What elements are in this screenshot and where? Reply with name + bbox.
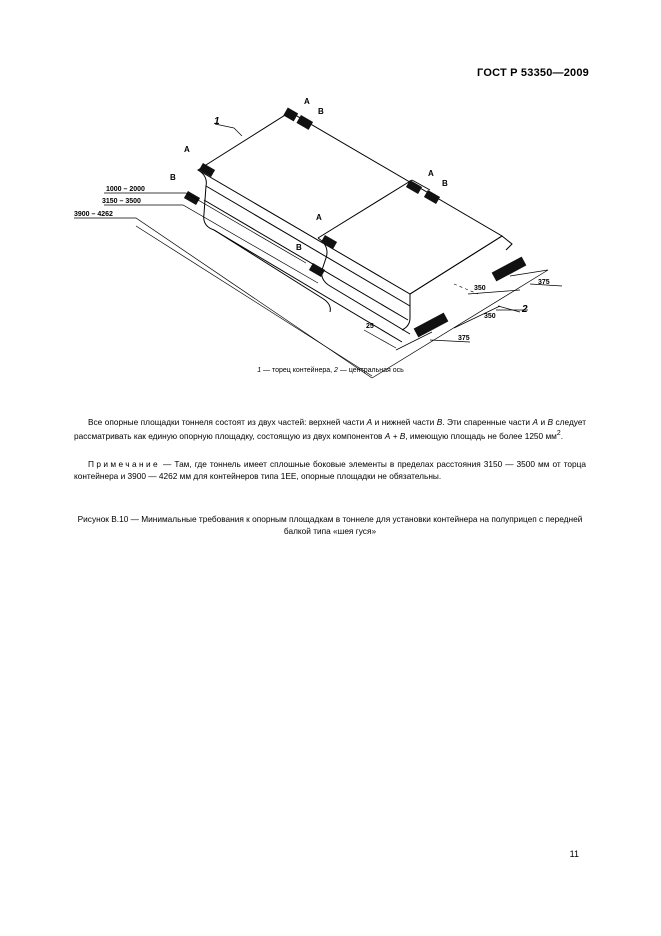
pad-b3 xyxy=(423,190,441,204)
label-a1: А xyxy=(304,97,310,106)
label-a3: А xyxy=(428,169,434,178)
label-b4: В xyxy=(296,243,302,252)
dim-25: 25 xyxy=(366,323,374,330)
label-n1: 1 xyxy=(214,116,220,127)
label-b3: В xyxy=(442,179,448,188)
note-text: — Там, где тоннель имеет сплошные боковы… xyxy=(74,459,586,481)
dim-3900-4262: 3900 – 4262 xyxy=(74,211,113,218)
label-b1: В xyxy=(318,107,324,116)
label-b2: В xyxy=(170,173,176,182)
note-paragraph: Примечание — Там, где тоннель имеет спло… xyxy=(74,458,586,482)
tunnel-end-face xyxy=(197,169,331,313)
body-paragraph: Все опорные площадки тоннеля состоят из … xyxy=(74,417,586,441)
label-n2: 2 xyxy=(521,304,528,315)
dim-350-right: 350 xyxy=(474,285,486,292)
pad-right xyxy=(491,256,527,282)
dim-1000-2000: 1000 – 2000 xyxy=(106,186,145,193)
page-number: 11 xyxy=(569,849,579,859)
dim-375-right: 375 xyxy=(538,279,550,286)
document-header: ГОСТ Р 53350—2009 xyxy=(477,67,589,79)
pad-b4 xyxy=(308,263,326,277)
pad-left xyxy=(413,312,449,338)
pad-a3 xyxy=(405,180,423,194)
dim-375-left: 375 xyxy=(458,335,470,342)
pad-a2 xyxy=(198,163,216,177)
pad-a4 xyxy=(320,235,338,249)
note-label: Примечание xyxy=(88,459,161,469)
tunnel-drawing: А В А В А В А В 1 2 1000 – 2000 3150 – 3… xyxy=(74,97,563,379)
label-a4: А xyxy=(316,213,322,222)
label-a2: А xyxy=(184,145,190,154)
pad-a1 xyxy=(283,107,299,122)
dim-350-left: 350 xyxy=(484,313,496,320)
tunnel-top-surface xyxy=(197,111,503,295)
figure-legend: 1 — торец контейнера, 2 — центральная ос… xyxy=(257,367,404,374)
pad-b1 xyxy=(296,115,314,130)
dim-3150-3500: 3150 – 3500 xyxy=(102,198,141,205)
figure-title: Рисунок В.10 — Минимальные требования к … xyxy=(77,514,583,536)
